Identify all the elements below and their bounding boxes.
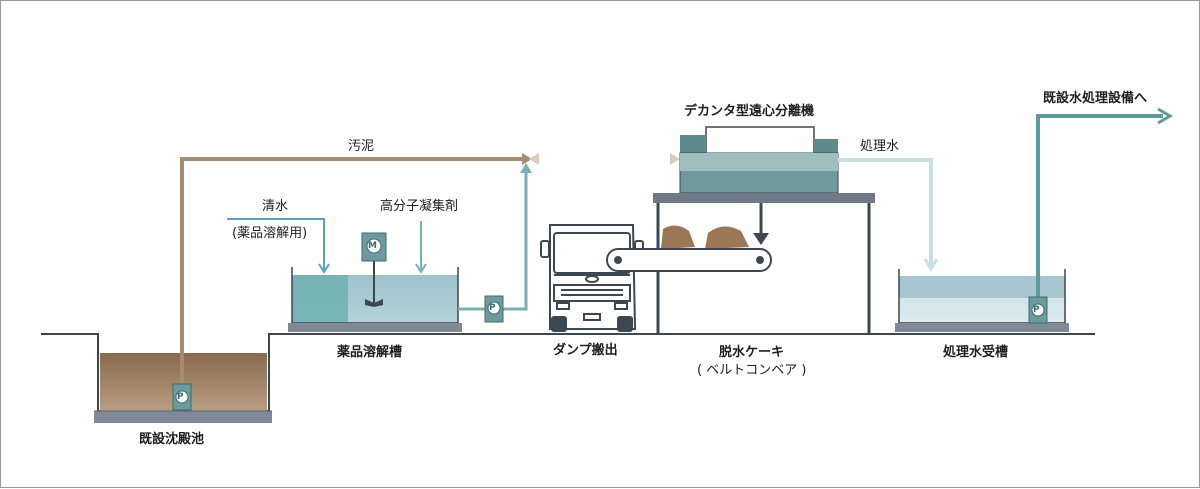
clean-water-line bbox=[227, 218, 330, 274]
chemical-tank-label: 薬品溶解槽 bbox=[337, 345, 403, 360]
treated-water-line bbox=[838, 158, 939, 272]
outlet-label: 既設水処理設備へ bbox=[1043, 91, 1148, 106]
clean-water-note: (薬品溶解用) bbox=[232, 226, 308, 241]
treated-tank-label: 処理水受槽 bbox=[943, 345, 1009, 360]
belt-conveyor bbox=[606, 225, 772, 272]
chemical-dissolving-tank bbox=[288, 267, 462, 332]
decanter-label: デカンタ型遠心分離機 bbox=[684, 104, 815, 119]
cake-label: 脱水ケーキ bbox=[719, 345, 785, 360]
pond-pump-icon bbox=[172, 383, 192, 411]
treated-water-label: 処理水 bbox=[860, 139, 900, 154]
outlet-pump-symbol: P bbox=[1033, 305, 1040, 315]
polymer-label: 高分子凝集剤 bbox=[380, 199, 459, 214]
chemical-feed-line bbox=[458, 163, 532, 323]
conveyor-label: ( ベルトコンベア ) bbox=[697, 363, 807, 378]
dump-truck-label: ダンプ搬出 bbox=[553, 343, 618, 358]
sludge-line bbox=[180, 153, 680, 384]
outlet-line bbox=[1028, 107, 1173, 324]
sludge-label: 汚泥 bbox=[348, 139, 375, 154]
clean-water-label: 清水 bbox=[262, 199, 289, 214]
polymer-line bbox=[415, 221, 427, 274]
pond-pump-symbol: P bbox=[177, 392, 184, 402]
existing-pond-label: 既設沈殿池 bbox=[139, 432, 205, 447]
feed-pump-symbol: P bbox=[489, 303, 496, 313]
decanter-centrifuge bbox=[679, 126, 839, 194]
dump-truck bbox=[540, 224, 644, 332]
motor-symbol: M bbox=[368, 241, 377, 251]
motor-agitator bbox=[361, 232, 387, 307]
